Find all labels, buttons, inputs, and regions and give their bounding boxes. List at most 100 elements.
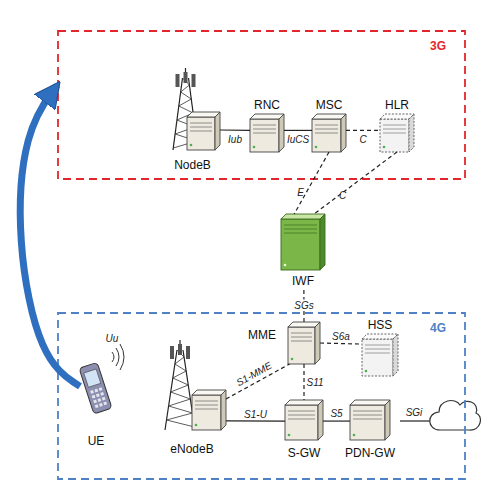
server-front: [288, 327, 315, 364]
node-label: HSS: [356, 318, 404, 332]
server-side: [279, 114, 284, 152]
server-front: [250, 119, 279, 152]
server-light: [195, 424, 198, 427]
network-domain-box: 4GMMEHSSUEeNodeBS-GWPDN-GW: [57, 312, 466, 480]
server-front: [281, 219, 320, 270]
server-slot: [195, 401, 218, 402]
interface-label: IuCS: [286, 134, 310, 145]
database-element: HLR: [380, 98, 414, 152]
server-side: [341, 114, 346, 152]
server-side: [215, 112, 220, 150]
phone-key: [103, 402, 107, 406]
server-front: [285, 405, 318, 440]
node-label: UE: [72, 434, 120, 448]
sgi-wire: [400, 420, 431, 421]
server-side: [221, 390, 226, 430]
server-slot: [353, 411, 382, 412]
network-element: MME: [240, 322, 320, 364]
server-light: [365, 370, 368, 373]
interface-label: S1-MME: [233, 359, 274, 388]
server-front: [380, 119, 409, 152]
server-slot: [383, 129, 406, 130]
antenna-panel: [184, 72, 188, 83]
server-side: [385, 400, 390, 440]
server-slot: [291, 337, 312, 338]
interface-link: [294, 152, 329, 214]
server-top: [285, 400, 323, 405]
server-slot: [365, 345, 390, 346]
interface-link: [226, 364, 290, 399]
network-domain-box: 3GNodeBRNCMSCHLR: [57, 30, 466, 180]
handover-arrow: [20, 86, 80, 387]
phone-key: [95, 404, 99, 408]
user-equipment: UE: [80, 360, 112, 448]
interface-label: Iub: [227, 134, 243, 145]
phone-key: [97, 398, 101, 402]
server-light: [383, 146, 386, 149]
server-top: [380, 114, 414, 119]
phone-key: [94, 389, 98, 393]
server-slot: [284, 233, 317, 234]
domain-title: 4G: [423, 321, 453, 335]
server-light: [284, 264, 287, 267]
server-slot: [284, 225, 317, 226]
base-station: NodeB: [165, 64, 220, 174]
interface-link: [303, 290, 304, 322]
server-slot: [253, 125, 276, 126]
antenna-panel: [176, 74, 180, 87]
server-light: [353, 434, 356, 437]
server-top: [250, 114, 284, 119]
server-slot: [288, 411, 315, 412]
server-top: [350, 400, 390, 405]
server-slot: [190, 127, 212, 128]
interface-link: [284, 130, 312, 131]
phone-body: [79, 362, 112, 414]
interface-label: E: [296, 187, 305, 198]
interface-link: [314, 152, 397, 214]
phone-key: [100, 392, 104, 396]
node-label: HLR: [372, 98, 422, 112]
phone-key: [92, 395, 96, 399]
node-label: RNC: [242, 98, 292, 112]
node-label: NodeB: [161, 158, 224, 172]
radio-wave: [116, 348, 119, 366]
node-label: IWF: [275, 274, 331, 288]
phone-screen: [84, 369, 101, 387]
interface-label: C: [338, 190, 347, 201]
server-front: [187, 117, 215, 150]
server-front: [192, 395, 221, 430]
node-label: MSC: [304, 98, 354, 112]
node-icon: [165, 64, 220, 174]
interface-label: S11: [305, 377, 324, 388]
server-slot: [190, 123, 212, 124]
server-slot: [288, 415, 315, 416]
gateway-element: PDN-GW: [350, 400, 390, 462]
antenna-panel: [178, 344, 182, 355]
interface-link: [226, 420, 285, 421]
server-slot: [253, 129, 276, 130]
server-light: [288, 434, 291, 437]
domain-outline: [58, 31, 465, 179]
phone-key: [96, 393, 100, 397]
radio-interface-label: Uu: [106, 333, 119, 344]
server-slot: [288, 419, 315, 420]
interface-label: SGi: [406, 407, 423, 418]
interface-label: S6a: [331, 330, 351, 341]
server-front: [312, 119, 341, 152]
server-light: [190, 144, 193, 147]
phone-key: [99, 387, 103, 391]
interface-link: [346, 130, 380, 131]
server-slot: [315, 125, 338, 126]
base-station: eNodeB: [158, 338, 226, 460]
server-slot: [195, 405, 218, 406]
node-label: eNodeB: [156, 442, 228, 456]
node-label: MME: [240, 328, 284, 342]
server-slot: [365, 349, 390, 350]
antenna-panel: [186, 346, 190, 359]
network-element: RNC: [250, 98, 284, 152]
